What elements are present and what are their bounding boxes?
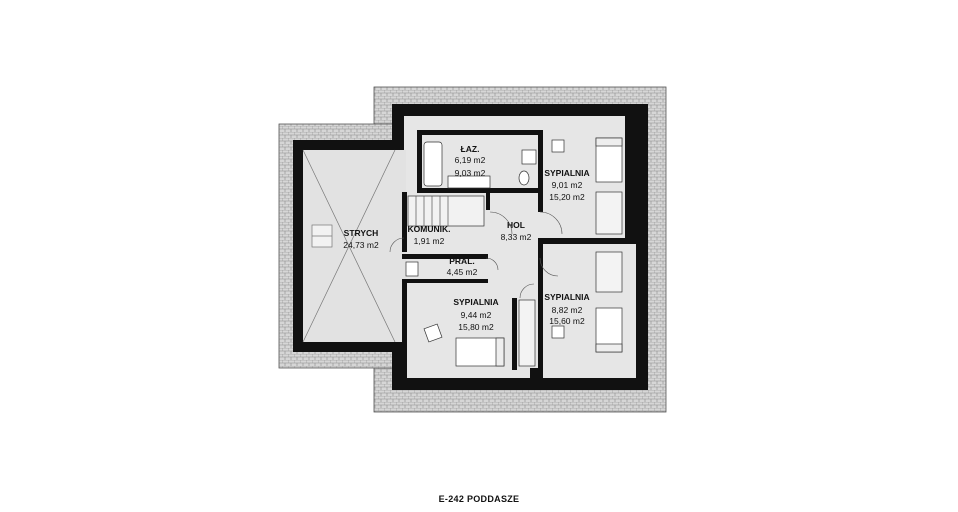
svg-text:9,44 m2: 9,44 m2 <box>461 310 492 320</box>
svg-text:9,01 m2: 9,01 m2 <box>552 180 583 190</box>
chair-right-bottom <box>551 325 565 339</box>
room-sypialnia-bottom-right: SYPIALNIA 8,82 m2 15,60 m2 <box>544 292 589 326</box>
svg-text:9,03 m2: 9,03 m2 <box>455 168 486 178</box>
svg-text:STRYCH: STRYCH <box>344 228 379 238</box>
toilet <box>518 170 530 186</box>
svg-text:8,82 m2: 8,82 m2 <box>552 305 583 315</box>
svg-text:KOMUNIK.: KOMUNIK. <box>408 224 451 234</box>
chair-right-top <box>551 139 565 153</box>
svg-text:HOL: HOL <box>507 220 525 230</box>
room-laz: ŁAZ. 6,19 m2 9,03 m2 <box>455 144 486 178</box>
plan-caption: E-242 PODDASZE <box>438 494 520 504</box>
svg-text:8,33 m2: 8,33 m2 <box>501 232 532 242</box>
svg-text:ŁAZ.: ŁAZ. <box>461 144 480 154</box>
svg-text:6,19 m2: 6,19 m2 <box>455 155 486 165</box>
stairs <box>407 195 485 227</box>
svg-text:PRAL.: PRAL. <box>449 256 475 266</box>
wardrobe-right-bottom <box>595 251 623 293</box>
svg-text:4,45 m2: 4,45 m2 <box>447 267 478 277</box>
svg-text:15,80 m2: 15,80 m2 <box>458 322 494 332</box>
fixtures <box>405 137 623 367</box>
svg-text:1,91 m2: 1,91 m2 <box>414 236 445 246</box>
svg-text:15,60 m2: 15,60 m2 <box>549 316 585 326</box>
room-komunik: KOMUNIK. 1,91 m2 <box>408 224 451 246</box>
svg-text:24,73 m2: 24,73 m2 <box>343 240 379 250</box>
room-hol: HOL 8,33 m2 <box>501 220 532 242</box>
svg-text:15,20 m2: 15,20 m2 <box>549 192 585 202</box>
laundry-washer <box>405 261 419 277</box>
attic-slope-lines <box>302 149 396 343</box>
room-sypialnia-top-right: SYPIALNIA 9,01 m2 15,20 m2 <box>544 168 589 202</box>
chair-left <box>423 323 443 343</box>
room-strych: STRYCH 24,73 m2 <box>343 228 379 250</box>
interior-walls <box>402 116 636 382</box>
svg-text:SYPIALNIA: SYPIALNIA <box>544 168 589 178</box>
room-pral: PRAL. 4,45 m2 <box>447 256 478 277</box>
room-labels: ŁAZ. 6,19 m2 9,03 m2 SYPIALNIA 9,01 m2 1… <box>343 144 589 332</box>
bathtub <box>423 141 443 187</box>
room-sypialnia-bottom-left: SYPIALNIA 9,44 m2 15,80 m2 <box>453 297 498 332</box>
door-swings <box>389 211 563 299</box>
wardrobe-right-top <box>595 191 623 235</box>
svg-text:SYPIALNIA: SYPIALNIA <box>544 292 589 302</box>
washing-machine <box>521 149 537 165</box>
svg-text:SYPIALNIA: SYPIALNIA <box>453 297 498 307</box>
wardrobe-left <box>518 299 536 367</box>
sink-counter <box>447 175 491 189</box>
